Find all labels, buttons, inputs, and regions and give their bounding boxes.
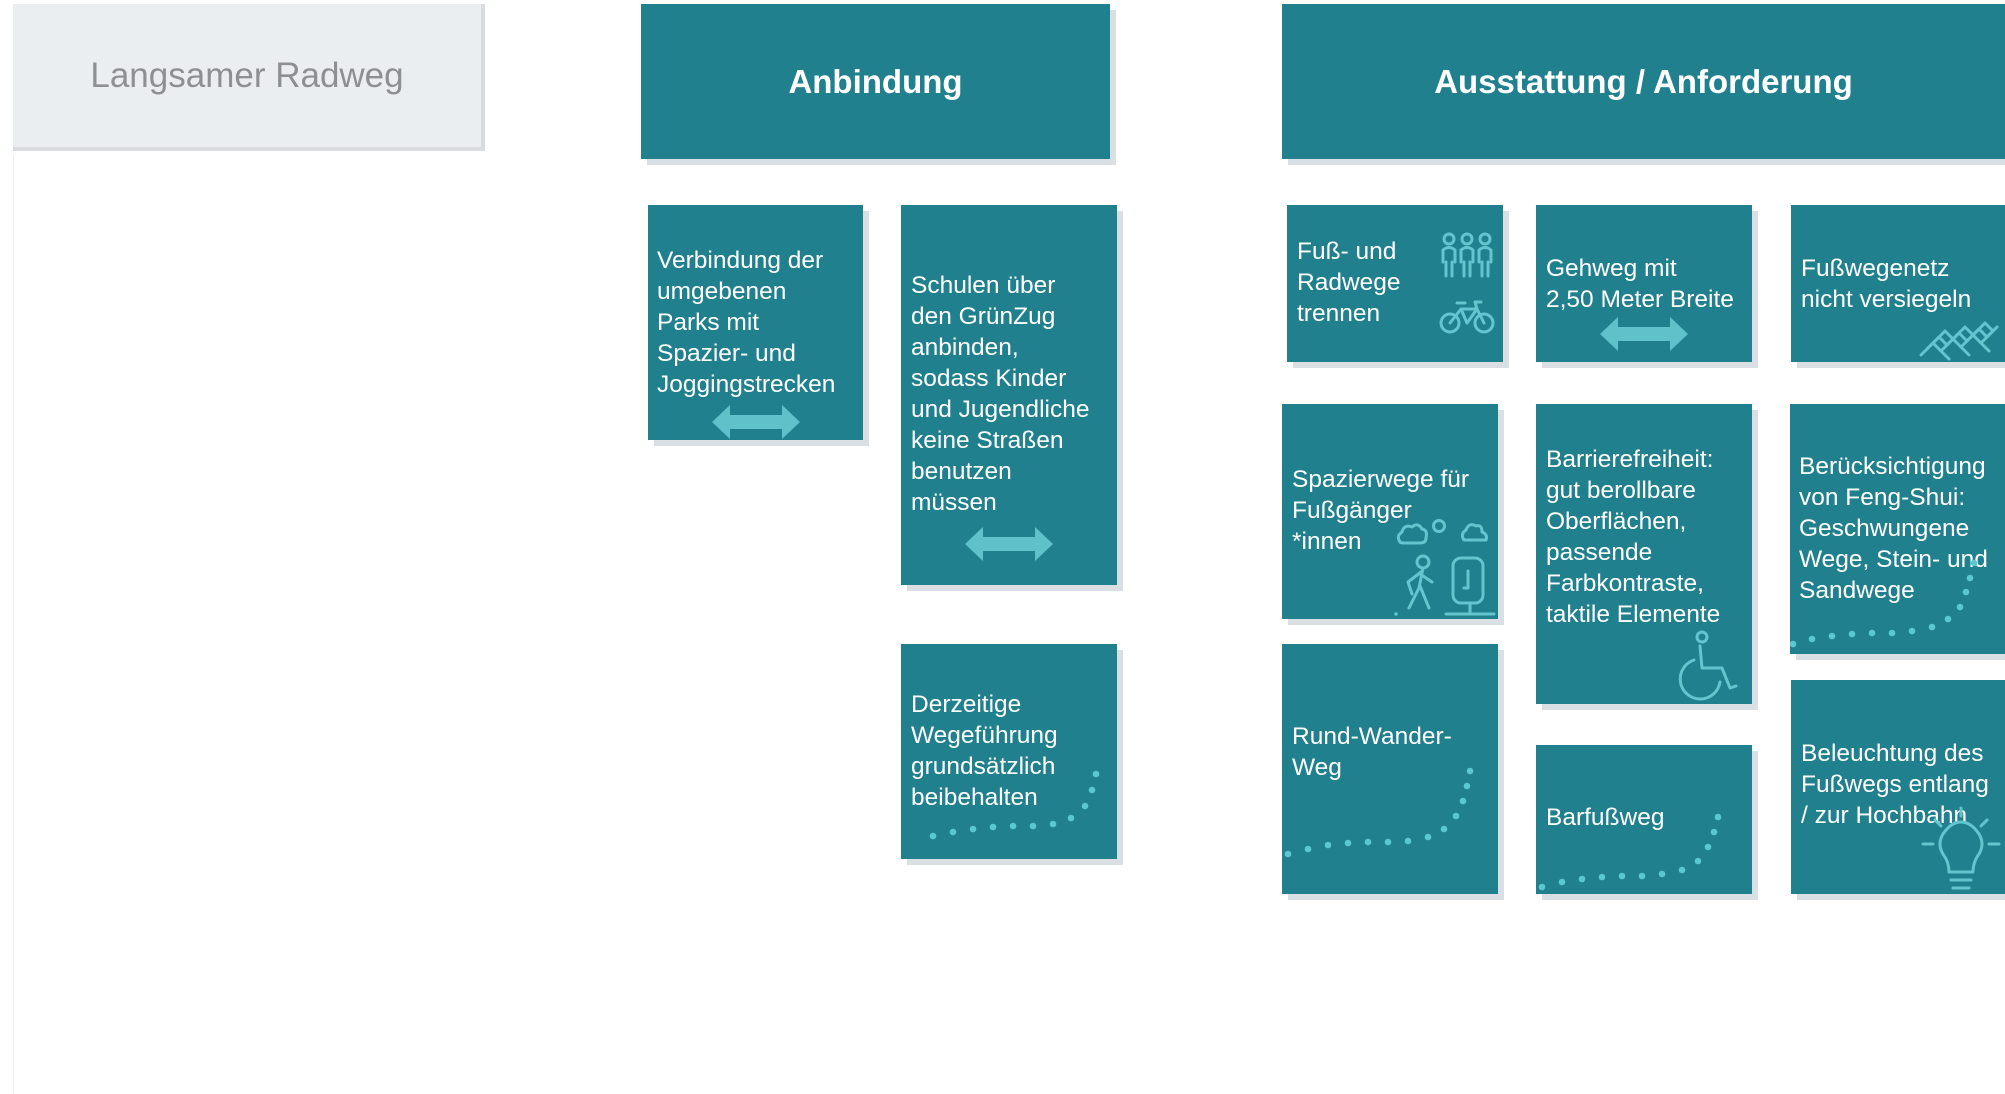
card-line: Gehweg mit xyxy=(1546,255,1677,282)
card-line: Fußwegenetz xyxy=(1801,255,1950,282)
dotted-path-icon xyxy=(929,770,1100,840)
card-line: Spazier- und xyxy=(657,340,796,367)
card-line: Wegeführung xyxy=(911,722,1058,749)
card-line: passende xyxy=(1546,539,1653,566)
card-barfussweg: Barfußweg xyxy=(1536,745,1752,894)
double-arrow-icon xyxy=(712,405,800,439)
card-line: keine Straßen xyxy=(911,427,1064,454)
lightbulb-icon xyxy=(1921,806,2001,890)
card-line: grundsätzlich xyxy=(911,753,1056,780)
card-line: Beleuchtung des xyxy=(1801,740,1984,767)
card-fengshui: Berücksichtigung von Feng-Shui: Geschwun… xyxy=(1789,404,2005,654)
card-line: Spazierwege für xyxy=(1292,466,1470,493)
double-arrow-icon xyxy=(965,527,1053,561)
card-line: benutzen xyxy=(911,458,1012,485)
card-line: Fußwegs entlang xyxy=(1801,771,1989,798)
card-line: Radwege xyxy=(1297,269,1401,296)
card-line: Sandwege xyxy=(1799,577,1915,604)
card-barrierefreiheit: Barrierefreiheit: gut berollbare Oberflä… xyxy=(1536,404,1752,704)
wheelchair-icon xyxy=(1678,630,1738,701)
card-parks: Verbindung der umgebenen Parks mit Spazi… xyxy=(648,205,863,440)
card-line: Berücksichtigung xyxy=(1799,453,1986,480)
card-line: Fuß- und xyxy=(1297,238,1397,265)
card-line: umgebenen xyxy=(657,278,787,305)
paving-icon xyxy=(1919,321,1999,361)
card-line: gut berollbare xyxy=(1546,477,1696,504)
card-line: Verbindung der xyxy=(657,247,824,274)
dotted-path-icon xyxy=(1789,559,1978,648)
card-line: Derzeitige xyxy=(911,691,1022,718)
card-fusswegenetz: Fußwegenetz nicht versiegeln xyxy=(1791,205,2005,362)
card-line: *innen xyxy=(1292,528,1362,555)
card-line: Barfußweg xyxy=(1546,804,1665,831)
dotted-path-icon xyxy=(1284,767,1474,858)
bicycle-icon xyxy=(1439,300,1495,334)
card-line: müssen xyxy=(911,489,997,516)
card-line: Schulen über xyxy=(911,272,1056,299)
card-line: beibehalten xyxy=(911,784,1038,811)
card-trennen: Fuß- und Radwege trennen xyxy=(1287,205,1503,362)
card-schulen: Schulen über den GrünZug anbinden, sodas… xyxy=(901,205,1117,585)
card-spazierwege: Spazierwege für Fußgänger *innen xyxy=(1282,404,1498,619)
card-line: Joggingstrecken xyxy=(657,371,836,398)
card-line: Barrierefreiheit: xyxy=(1546,446,1714,473)
page-title: Langsamer Radweg xyxy=(13,4,485,151)
header-ausstattung: Ausstattung / Anforderung xyxy=(1282,4,2005,159)
card-line: sodass Kinder xyxy=(911,365,1067,392)
card-line: Parks mit xyxy=(657,309,760,336)
card-beleuchtung: Beleuchtung des Fußwegs entlang / zur Ho… xyxy=(1791,680,2005,894)
card-rundwanderweg: Rund-Wander- Weg xyxy=(1282,644,1498,894)
card-line: Weg xyxy=(1292,754,1342,781)
double-arrow-icon xyxy=(1600,317,1688,351)
card-line: Rund-Wander- xyxy=(1292,723,1452,750)
card-wegefuehrung: Derzeitige Wegeführung grundsätzlich bei… xyxy=(901,644,1117,859)
card-line: Wege, Stein- und xyxy=(1799,546,1988,573)
card-line: den GrünZug xyxy=(911,303,1056,330)
header-anbindung: Anbindung xyxy=(641,4,1110,159)
card-gehweg: Gehweg mit 2,50 Meter Breite xyxy=(1536,205,1752,362)
card-line: Oberflächen, xyxy=(1546,508,1687,535)
card-line: 2,50 Meter Breite xyxy=(1546,286,1734,313)
card-line: anbinden, xyxy=(911,334,1019,361)
card-line: und Jugendliche xyxy=(911,396,1090,423)
card-line: Geschwungene xyxy=(1799,515,1970,542)
card-line: nicht versiegeln xyxy=(1801,286,1972,313)
card-line: von Feng-Shui: xyxy=(1799,484,1966,511)
left-divider xyxy=(13,155,14,1094)
card-line: Farbkontraste, xyxy=(1546,570,1704,597)
card-line: trennen xyxy=(1297,300,1381,327)
dotted-path-icon xyxy=(1538,813,1722,891)
card-line: taktile Elemente xyxy=(1546,601,1721,628)
walker-icon xyxy=(1394,519,1496,616)
card-line: Fußgänger xyxy=(1292,497,1412,524)
people-icon xyxy=(1441,232,1493,278)
